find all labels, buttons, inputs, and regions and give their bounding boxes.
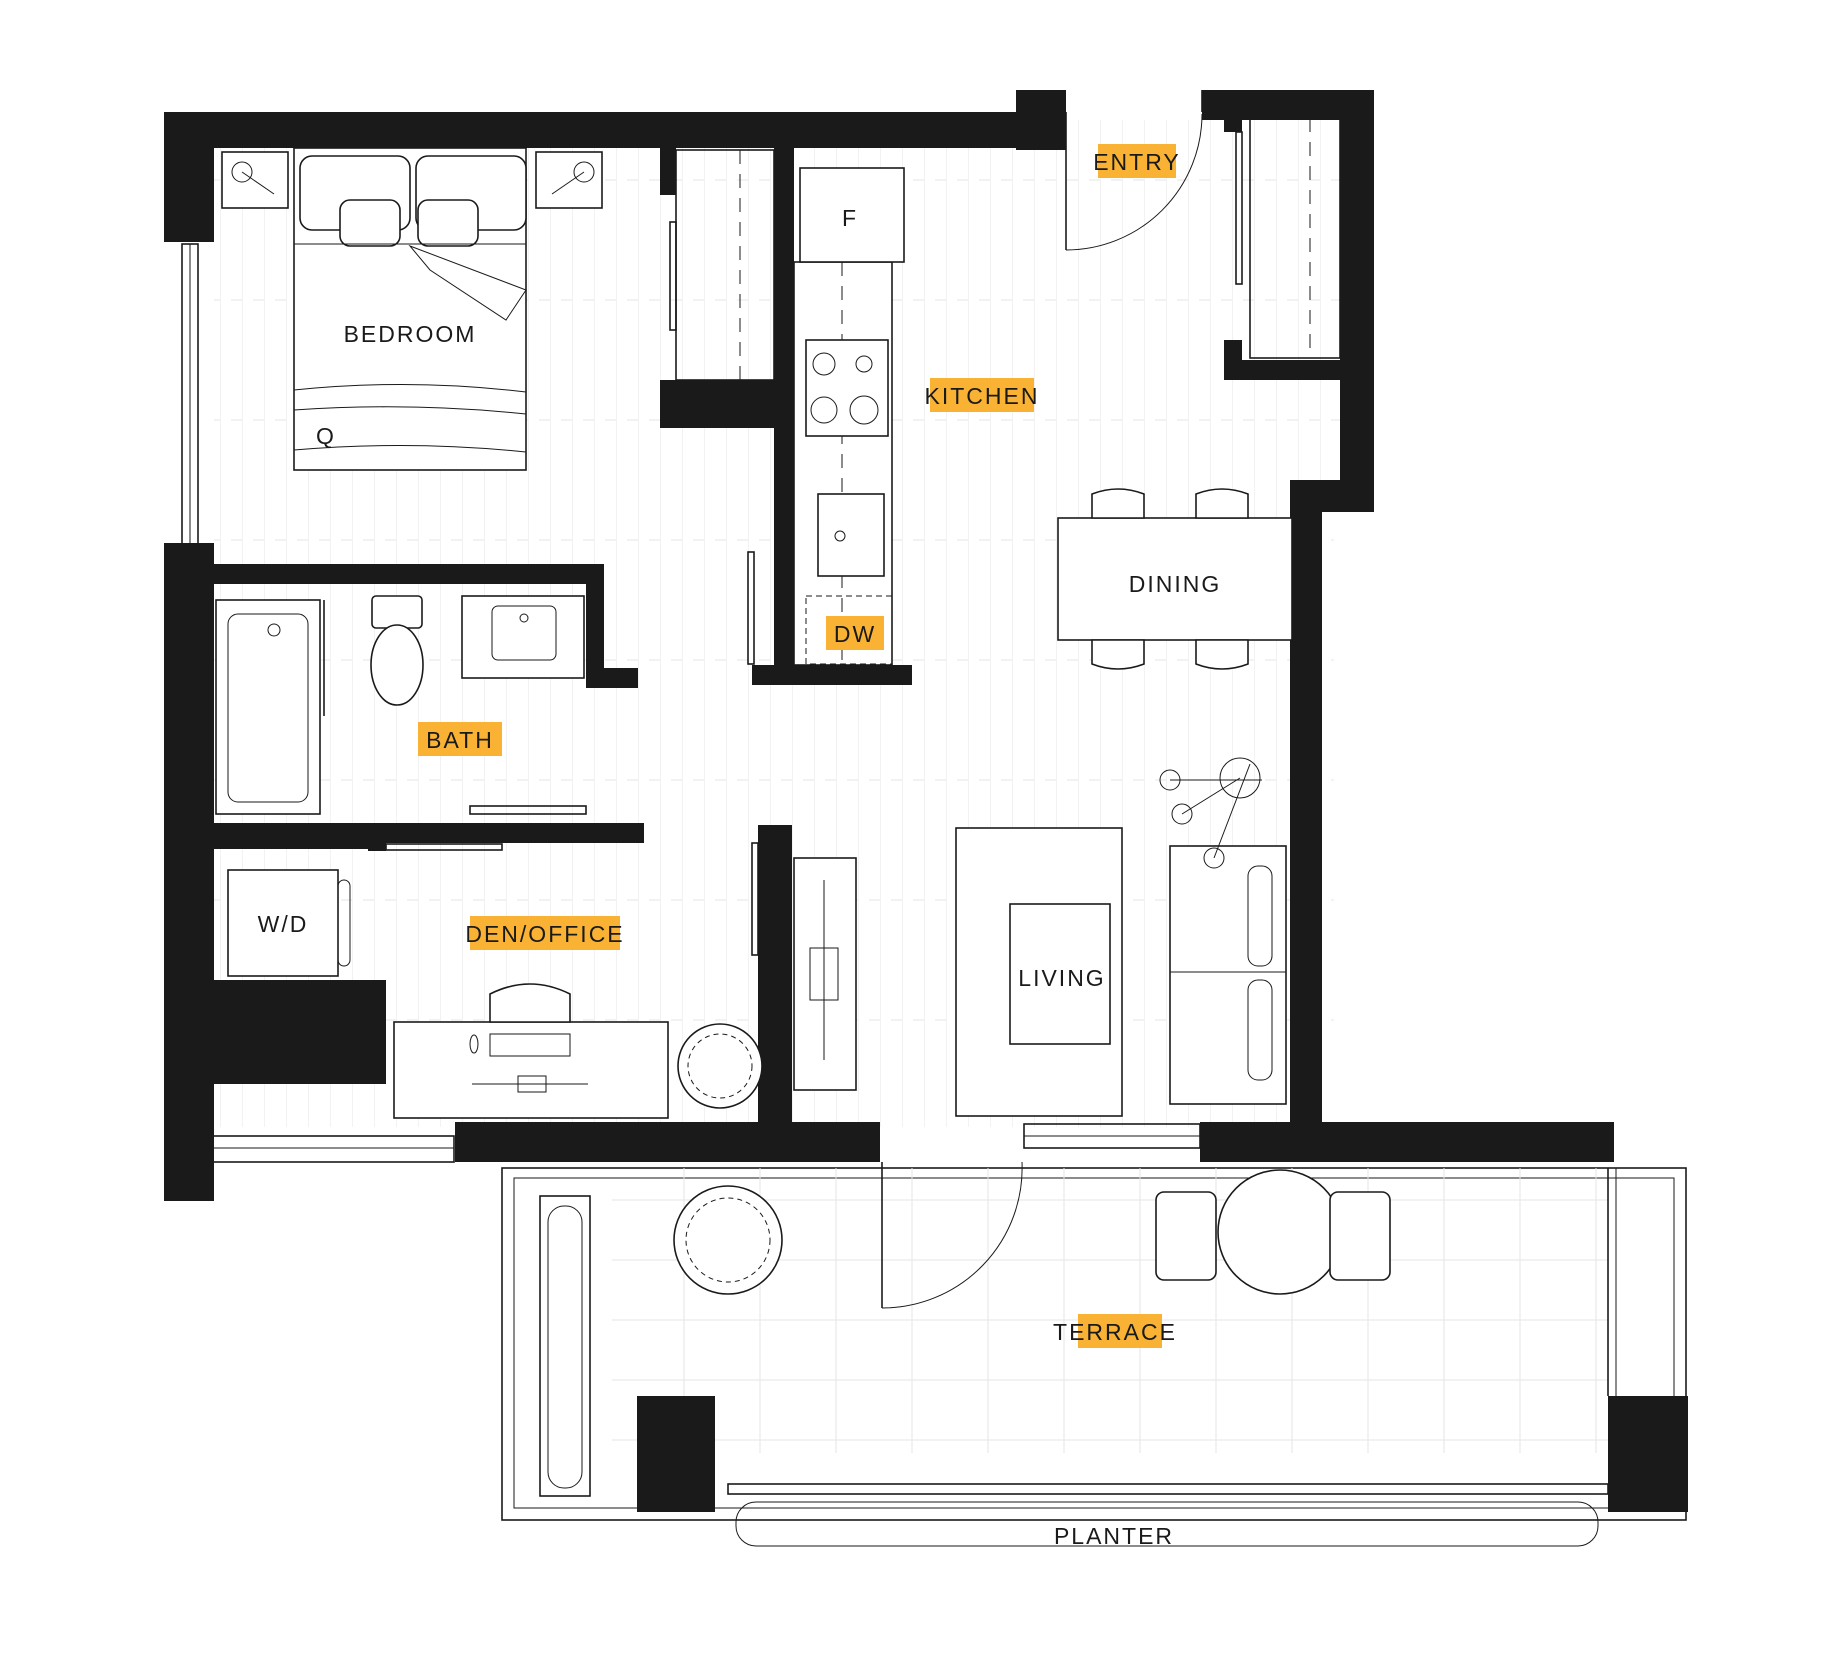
terrace-furniture xyxy=(539,1169,1609,1547)
dining-table xyxy=(1057,488,1293,670)
label-entry: ENTRY xyxy=(1093,149,1181,175)
washer-dryer xyxy=(227,869,351,977)
bed xyxy=(293,147,527,471)
label-washer-dryer: W/D xyxy=(258,911,309,937)
label-bed-size: Q xyxy=(316,423,336,449)
label-planter: PLANTER xyxy=(1054,1523,1174,1549)
label-bedroom: BEDROOM xyxy=(344,321,477,347)
label-highlights xyxy=(418,144,1176,1348)
room-labels: BEDROOM Q ENTRY KITCHEN F DW DINING BATH… xyxy=(258,149,1222,1549)
label-den-office: DEN/OFFICE xyxy=(465,921,624,947)
label-dishwasher: DW xyxy=(834,621,876,647)
doors xyxy=(385,90,1243,1309)
den-plant xyxy=(677,1023,763,1109)
walls xyxy=(164,90,1688,1512)
living-set xyxy=(793,757,1287,1117)
label-dining: DINING xyxy=(1129,571,1222,597)
label-terrace: TERRACE xyxy=(1053,1319,1177,1345)
terrace-floor xyxy=(501,1167,1687,1521)
label-fridge: F xyxy=(842,205,858,231)
label-kitchen: KITCHEN xyxy=(925,383,1040,409)
kitchen-counter xyxy=(793,167,905,666)
label-living: LIVING xyxy=(1018,965,1105,991)
closets xyxy=(675,117,1341,381)
windows xyxy=(181,243,1617,1396)
label-bath: BATH xyxy=(426,727,494,753)
bath-fixtures xyxy=(215,595,585,815)
den-desk xyxy=(393,983,669,1119)
nightstands xyxy=(221,151,603,209)
